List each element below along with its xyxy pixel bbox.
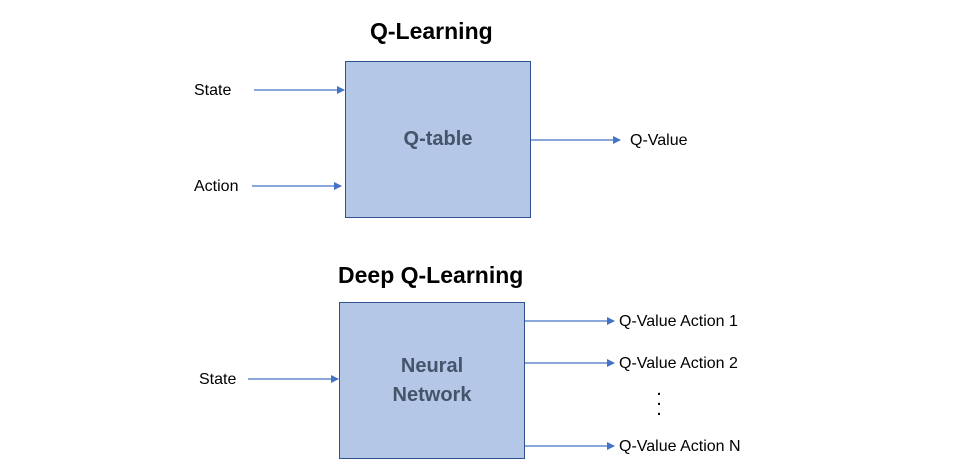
q-value-action-n-label: Q-Value Action N xyxy=(619,438,741,455)
q-learning-state-label: State xyxy=(194,82,232,99)
q-table-box: Q-table xyxy=(345,61,531,218)
q-learning-title: Q-Learning xyxy=(370,18,493,44)
deep-q-learning-title: Deep Q-Learning xyxy=(338,262,524,288)
deep-q-learning-state-label: State xyxy=(199,371,237,388)
q-value-action-2-label: Q-Value Action 2 xyxy=(619,355,738,372)
q-table-label: Q-table xyxy=(403,128,473,150)
q-learning-action-label: Action xyxy=(194,178,239,195)
neural-network-label: Neural Network xyxy=(392,354,472,406)
q-value-output-label: Q-Value xyxy=(630,132,688,149)
q-value-action-1-label: Q-Value Action 1 xyxy=(619,313,738,330)
neural-network-box: Neural Network xyxy=(339,302,525,459)
ellipsis-dots: . . . xyxy=(656,378,662,420)
